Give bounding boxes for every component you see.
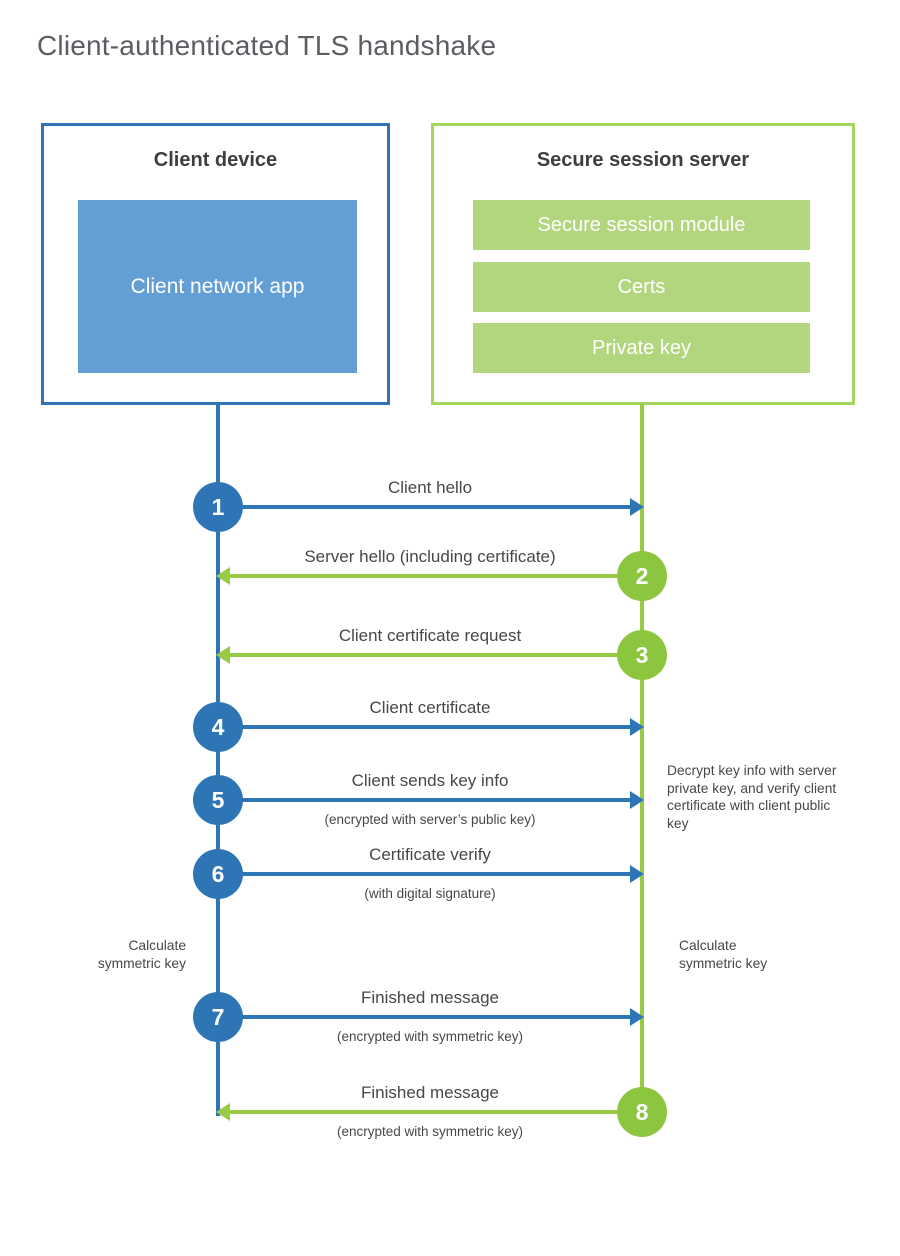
page-title: Client-authenticated TLS handshake (37, 30, 497, 61)
step-circle-6: 6 (193, 849, 243, 899)
step-circle-8: 8 (617, 1087, 667, 1137)
arrow-right-icon (630, 718, 644, 736)
server-module-label: Secure session module (537, 213, 746, 236)
step-circle-4: 4 (193, 702, 243, 752)
arrow-left-icon (216, 646, 230, 664)
step-sublabel-7: (encrypted with symmetric key) (336, 1029, 524, 1044)
arrow-line (230, 653, 620, 657)
server-module-secure-session: Secure session module (473, 200, 810, 250)
arrow-right-icon (630, 1008, 644, 1026)
client-network-app-box: Client network app (78, 200, 357, 373)
step-sublabel-6: (with digital signature) (364, 886, 496, 901)
step-label-8: Finished message (361, 1083, 499, 1102)
arrow-line (240, 1015, 630, 1019)
arrow-left-icon (216, 1103, 230, 1121)
client-device-heading: Client device (153, 149, 278, 171)
server-lifeline (640, 404, 644, 1112)
step-label-5: Client sends key info (351, 771, 509, 790)
step-label-6: Certificate verify (369, 845, 491, 864)
step-circle-1: 1 (193, 482, 243, 532)
step-sublabel-5: (encrypted with server’s public key) (324, 812, 536, 827)
step-circle-3: 3 (617, 630, 667, 680)
arrow-right-icon (630, 865, 644, 883)
arrow-line (240, 798, 630, 802)
client-lifeline (216, 404, 220, 1116)
step-circle-5: 5 (193, 775, 243, 825)
server-module-label: Private key (592, 336, 691, 359)
step-label-1: Client hello (387, 478, 473, 497)
server-module-label: Certs (617, 275, 666, 298)
arrow-line (230, 1110, 620, 1114)
arrow-line (240, 505, 630, 509)
calc-symmetric-key-right-note: Calculate symmetric key (679, 938, 768, 971)
arrow-left-icon (216, 567, 230, 585)
calc-symmetric-key-left-note: Calculate symmetric key (97, 938, 186, 971)
step-label-7: Finished message (361, 988, 499, 1007)
decrypt-note: Decrypt key info with server private key… (667, 763, 837, 831)
step-label-4: Client certificate (369, 698, 491, 717)
arrow-line (240, 725, 630, 729)
secure-session-server-heading: Secure session server (536, 149, 750, 171)
arrow-line (230, 574, 620, 578)
step-label-2: Server hello (including certificate) (304, 547, 556, 566)
step-label-3: Client certificate request (338, 626, 522, 645)
client-network-app-label: Client network app (130, 274, 305, 298)
arrow-right-icon (630, 791, 644, 809)
server-module-private-key: Private key (473, 323, 810, 373)
arrow-line (240, 872, 630, 876)
arrow-right-icon (630, 498, 644, 516)
step-circle-7: 7 (193, 992, 243, 1042)
server-module-certs: Certs (473, 262, 810, 312)
step-circle-2: 2 (617, 551, 667, 601)
step-sublabel-8: (encrypted with symmetric key) (336, 1124, 524, 1139)
